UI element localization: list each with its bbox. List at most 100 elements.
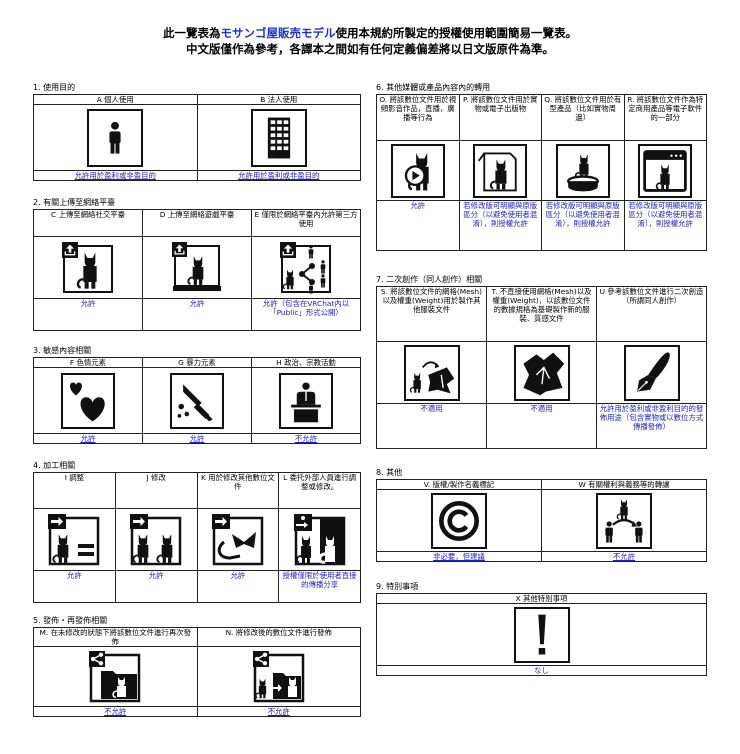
- derivative-table: S. 將該數位文件的網格(Mesh)以及權重(Weight)用於製作其他服裝文件…: [376, 286, 707, 449]
- col-header-corporate: B 法人使用: [196, 94, 361, 105]
- permission-use-for-other: 允許: [196, 570, 280, 603]
- title-suffix: 使用本規約所製定的授權使用範圍簡易一覽表。: [335, 26, 578, 40]
- section-label: 2. 有關上傳至網絡平臺: [33, 198, 116, 207]
- col-header-third-party: E 僅限於網絡平臺內允許第三方使用: [251, 209, 361, 237]
- col-header-physical-product: Q. 將該數位文件用於有型產品（比如實物周邊）: [541, 94, 625, 141]
- permission-outsource: 授權僅限於使用者直接的傳播分享: [278, 570, 361, 603]
- hearts-icon: [61, 372, 115, 429]
- modify-icon: [128, 511, 185, 568]
- exclamation-icon: [513, 606, 570, 663]
- permission-video: 允許: [376, 200, 460, 251]
- permission-modified: 不允許: [196, 706, 361, 717]
- copyright-icon: [431, 492, 487, 549]
- permission-sexual: 允許: [33, 433, 143, 444]
- title-line-2: 中文版僅作為參考，各譯本之間如有任何定義偏差將以日文版原件為準。: [186, 42, 554, 56]
- col-header-spec-based: T. 不直接使用網格(Mesh)以及權重(Weight)，以該數位文件的數據規格…: [486, 286, 597, 342]
- col-header-credit: V. 版權/製作名義標記: [376, 479, 542, 490]
- redistribute-unmodified-icon: [87, 648, 144, 705]
- outsource-icon: [291, 511, 348, 568]
- col-header-sexual: F 色情元素: [33, 357, 143, 368]
- section-label: 4. 加工相關: [33, 461, 76, 470]
- permission-adjust: 允許: [33, 570, 116, 603]
- clothing-icon: [513, 344, 570, 401]
- permission-physical-product: 若修改版可明顯與原版區分（以避免使用者混淆），則授權允許: [541, 200, 625, 251]
- section-label: 8. 其他: [376, 468, 403, 477]
- upload-social-icon: [60, 239, 116, 296]
- permission-unmodified: 不允許: [33, 706, 198, 717]
- mesh-to-clothing-icon: [403, 344, 460, 401]
- software-window-icon: [638, 143, 693, 198]
- rights-transfer-icon: [596, 492, 652, 549]
- section-label: 6. 其他媒體或產品內容內的轉用: [376, 83, 491, 92]
- col-header-social: C 上傳至網絡社交平臺: [33, 209, 143, 237]
- col-header-outsource: L 委托外部人員進行調整或修改。: [278, 472, 361, 509]
- title-prefix: 此一覽表為: [163, 26, 221, 40]
- col-header-adjust: I 調整: [33, 472, 116, 509]
- col-header-modify: J 修改: [114, 472, 198, 509]
- permission-violence: 允許: [142, 433, 252, 444]
- permission-transfer: 不允許: [541, 551, 707, 562]
- permission-game: 允許: [142, 298, 252, 331]
- knife-icon: [170, 372, 224, 429]
- use-for-other-icon: [209, 511, 266, 568]
- adjust-icon: [46, 511, 103, 568]
- person-icon: [87, 108, 144, 167]
- section-label: 3. 敏感內容相關: [33, 346, 92, 355]
- podium-speaker-icon: [279, 372, 333, 429]
- col-header-transfer: W 有關權利與義務等的轉讓: [541, 479, 707, 490]
- permission-special: なし: [376, 665, 707, 676]
- col-header-political: H 政治、宗教活動: [251, 357, 361, 368]
- section-label: 5. 發佈・再發佈相關: [33, 616, 108, 625]
- permission-personal: 允許用於盈利或非盈目的: [33, 170, 198, 181]
- col-header-personal: A 個人使用: [33, 94, 198, 105]
- permission-spec-based: 不適用: [486, 403, 597, 449]
- video-play-icon: [390, 143, 445, 198]
- col-header-publication: P. 將該數位文件用於實物或電子出版物: [458, 94, 542, 141]
- section-label: 9. 特別事項: [376, 582, 419, 591]
- special-table: X 其他特別事項 なし: [376, 593, 707, 676]
- col-header-use-for-other: K 用於修改其他數位文件: [196, 472, 280, 509]
- permission-modify: 允許: [114, 570, 198, 603]
- fountain-pen-icon: [623, 344, 680, 401]
- permission-mesh-use: 不適用: [376, 403, 487, 449]
- section-label: 1. 使用目的: [33, 83, 76, 92]
- col-header-fan-work: U 參考該數位文件進行二次創造（所謂同人創作）: [596, 286, 707, 342]
- col-header-modified: N. 將修改後的數位文件進行發佈: [196, 627, 361, 647]
- permission-software: 若修改版可明顯與原版區分（以避免使用者混淆），則授權允許: [623, 200, 707, 251]
- col-header-mesh-use: S. 將該數位文件的網格(Mesh)以及權重(Weight)用於製作其他服裝文件: [376, 286, 487, 342]
- redistribute-modified-icon: [250, 648, 307, 705]
- office-building-icon: [250, 108, 307, 167]
- brand-name: モサンゴ屋販売モデル: [220, 26, 336, 40]
- figure-product-icon: [555, 143, 610, 198]
- section-special: 9. 特別事項 X 其他特別事項 なし: [376, 582, 707, 676]
- page-title: 此一覽表為モサンゴ屋販売モデル使用本規約所製定的授權使用範圍簡易一覽表。 中文版…: [0, 25, 740, 57]
- section-derivative: 7. 二次創作（同人創作）相關 S. 將該數位文件的網格(Mesh)以及權重(W…: [376, 275, 707, 449]
- col-header-software: R. 將該數位文件作為特定商用產品等電子軟件的一部分: [623, 94, 707, 141]
- permission-publication: 若修改版可明顯與原版區分（以避免使用者混淆），則授權允許: [458, 200, 542, 251]
- col-header-game: D 上傳至網絡遊戲平臺: [142, 209, 252, 237]
- col-header-violence: G 暴力元素: [142, 357, 252, 368]
- publication-icon: [473, 143, 528, 198]
- section-label: 7. 二次創作（同人創作）相關: [376, 275, 483, 284]
- permission-credit: 非必要，但建議: [376, 551, 542, 562]
- permission-fan-work: 允許用於盈利或非盈利目的的發佈用途（包含實物或以數位方式傳播發佈）: [596, 403, 707, 449]
- upload-share-third-party-icon: [278, 239, 334, 296]
- col-header-video: O. 將該數位文件用於視頻影音作品，直播，廣播等行為: [376, 94, 460, 141]
- col-header-special: X 其他特別事項: [376, 593, 707, 604]
- upload-game-icon: [169, 239, 225, 296]
- col-header-unmodified: M. 在未修改的狀態下將該數位文件進行再次發佈: [33, 627, 198, 647]
- title-line-1: 此一覽表為モサンゴ屋販売モデル使用本規約所製定的授權使用範圍簡易一覽表。: [0, 25, 740, 41]
- permission-corporate: 允許用於盈利或非盈目的: [196, 170, 361, 181]
